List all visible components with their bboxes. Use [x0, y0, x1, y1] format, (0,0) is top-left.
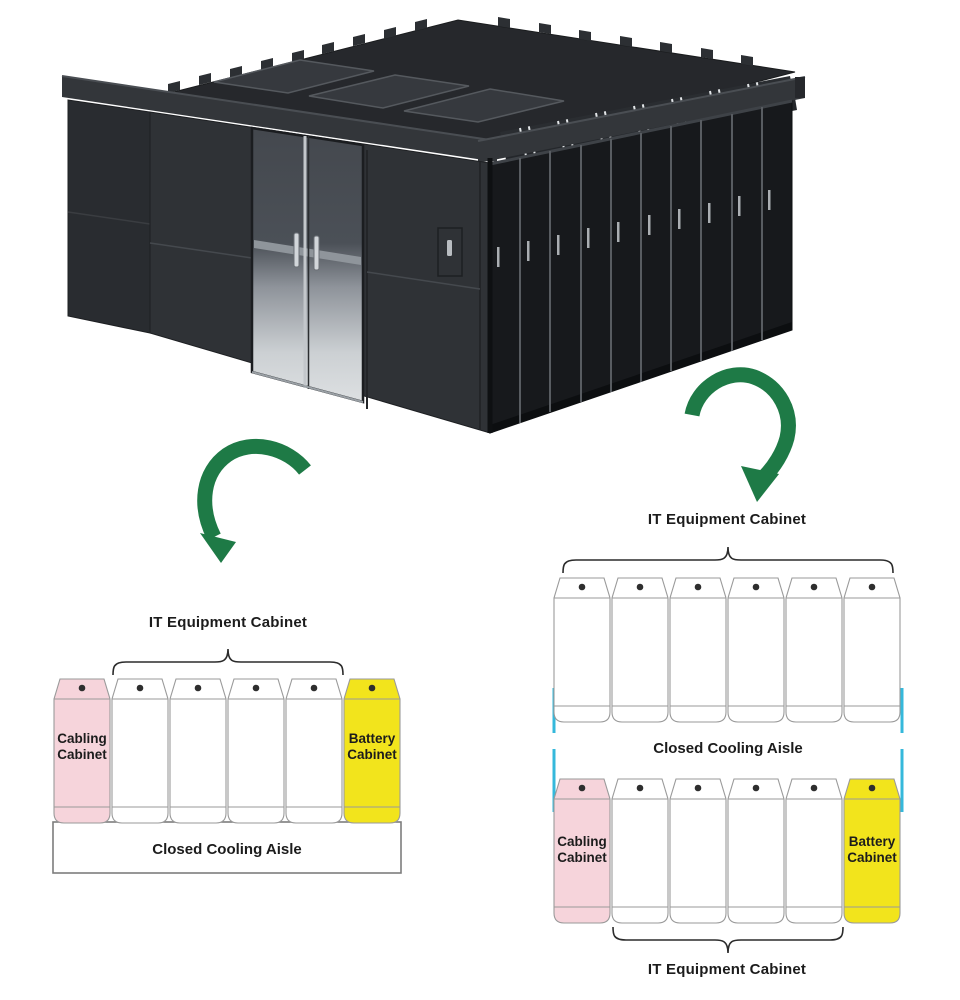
cabling-cabinet-label: Cabling Cabinet [57, 731, 107, 763]
door-handle-icon [447, 240, 452, 256]
it-cabinet [785, 577, 843, 723]
it-cabinet [285, 678, 343, 824]
glass-double-doors [250, 126, 365, 404]
panel-frame [437, 227, 463, 277]
right-bottom-it-cabinet-title: IT Equipment Cabinet [647, 961, 807, 978]
end-wall [149, 111, 491, 434]
roof-teeth-right [498, 17, 753, 66]
it-cabinet [785, 778, 843, 924]
it-cabinet [227, 678, 285, 824]
door-handle-icon [313, 235, 320, 271]
left-closed-cooling-aisle-label: Closed Cooling Aisle [152, 841, 302, 858]
it-cabinet [669, 778, 727, 924]
it-cabinet [553, 577, 611, 723]
brace [562, 546, 894, 574]
left-it-cabinet-title: IT Equipment Cabinet [148, 614, 308, 631]
it-cabinet [611, 778, 669, 924]
rack-separators [519, 107, 763, 423]
data-center-enclosure-illustration [61, 17, 806, 434]
brace [112, 648, 344, 676]
right-top-it-cabinet-title: IT Equipment Cabinet [647, 511, 807, 528]
right-closed-cooling-aisle-label: Closed Cooling Aisle [653, 740, 803, 757]
it-cabinet [169, 678, 227, 824]
battery-cabinet-label: Battery Cabinet [347, 731, 397, 763]
it-cabinet [669, 577, 727, 723]
brace [612, 926, 844, 954]
door-handle-icon [293, 232, 300, 268]
it-cabinet [611, 577, 669, 723]
it-cabinet [843, 577, 901, 723]
left-side-wall [67, 99, 151, 334]
it-cabinet [111, 678, 169, 824]
curved-arrow-right-icon [684, 367, 796, 502]
roof-teeth-left [168, 19, 427, 93]
closed-cooling-aisle-box [52, 821, 402, 874]
battery-cabinet-label: Battery Cabinet [847, 834, 897, 866]
right-aisle-diagram [552, 546, 904, 954]
curved-arrow-left-icon [197, 439, 311, 563]
it-cabinet [727, 778, 785, 924]
cabling-cabinet-label: Cabling Cabinet [557, 834, 607, 866]
it-cabinet [727, 577, 785, 723]
rack-handles [497, 190, 771, 267]
roof-skylight-panels [213, 59, 565, 123]
left-aisle-diagram [52, 648, 402, 874]
rack-row-wall [487, 99, 793, 434]
roof-cornices [61, 75, 806, 163]
